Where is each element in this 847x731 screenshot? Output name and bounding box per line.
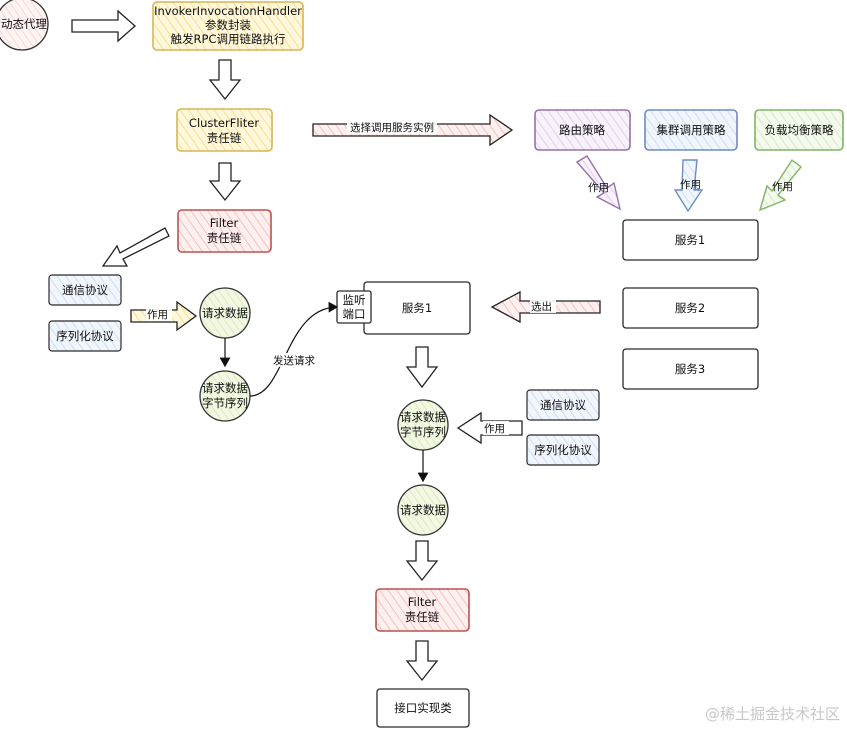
- req-bytes-center-line2: 字节序列: [400, 425, 446, 439]
- send-request-label: 发送请求: [273, 354, 315, 367]
- req-bytes-center-line1: 请求数据: [400, 410, 446, 424]
- service2-right-node: 服务2: [622, 287, 759, 329]
- request-data-left-label: 请求数据: [202, 306, 248, 320]
- arrow-cluster-to-filter: [208, 162, 242, 202]
- service3-right-node: 服务3: [622, 348, 759, 390]
- service2-right-label: 服务2: [675, 301, 705, 315]
- req-bytes-left-node: 请求数据 字节序列: [199, 370, 251, 422]
- service1-center-label: 服务1: [402, 301, 432, 315]
- arrow-route-to-service1: [575, 155, 622, 211]
- invoker-desc: 触发RPC调用链路执行: [171, 32, 286, 46]
- service1-center-node: 服务1: [363, 281, 471, 335]
- select-instance-label: 选择调用服务实例: [350, 121, 434, 134]
- cluster-strategy-label: 集群调用策略: [657, 123, 726, 137]
- dynamic-proxy-label: 动态代理: [1, 17, 47, 31]
- cluster-filter-node: ClusterFliter 责任链: [176, 108, 273, 152]
- req-bytes-left-line1: 请求数据: [202, 381, 248, 395]
- request-data-left-node: 请求数据: [199, 287, 251, 339]
- arrow-service1-to-reqbytes: [405, 346, 439, 389]
- service1-right-node: 服务1: [622, 219, 759, 261]
- comm-protocol-right-node: 通信协议: [526, 389, 600, 421]
- arrow-lb-to-service1: [758, 158, 802, 212]
- route-strategy-label: 路由策略: [559, 123, 605, 137]
- filter-bottom-subtitle: 责任链: [405, 610, 440, 624]
- apply-cluster-label: 作用: [680, 179, 701, 191]
- apply-lb-label: 作用: [772, 181, 793, 193]
- route-strategy-node: 路由策略: [534, 109, 631, 151]
- apply-left-label: 作用: [147, 309, 168, 321]
- serial-protocol-left-label: 序列化协议: [56, 329, 114, 343]
- filter-top-subtitle: 责任链: [207, 231, 242, 245]
- invoker-title: InvokerInvocationHandler: [154, 4, 302, 18]
- arrow-cluster-to-service1: [673, 159, 704, 213]
- serial-protocol-right-node: 序列化协议: [526, 434, 600, 466]
- request-data-center-node: 请求数据: [397, 484, 449, 536]
- cluster-filter-subtitle: 责任链: [207, 131, 242, 145]
- service1-right-label: 服务1: [675, 233, 705, 247]
- invoker-subtitle: 参数封装: [205, 18, 251, 32]
- cluster-strategy-node: 集群调用策略: [644, 109, 738, 151]
- comm-protocol-left-label: 通信协议: [62, 283, 108, 297]
- select-out-label: 选出: [531, 300, 552, 313]
- apply-center-label: 作用: [484, 423, 505, 435]
- monitor-port-line1: 监听: [343, 293, 366, 307]
- apply-left-label-bg: [146, 307, 172, 321]
- apply-route-label: 作用: [588, 182, 609, 194]
- comm-protocol-right-label: 通信协议: [540, 398, 586, 412]
- cluster-filter-title: ClusterFliter: [189, 116, 259, 130]
- select-out-label-bg: [530, 299, 556, 313]
- comm-protocol-left-node: 通信协议: [48, 274, 122, 306]
- arrow-proxy-to-invoker: [71, 9, 136, 43]
- req-bytes-center-node: 请求数据 字节序列: [397, 399, 449, 451]
- filter-top-title: Filter: [210, 216, 239, 230]
- dynamic-proxy-node: 动态代理: [0, 0, 49, 51]
- filter-top-node: Filter 责任链: [177, 209, 272, 253]
- edge-send-request: [249, 301, 339, 397]
- impl-class-label: 接口实现类: [394, 701, 452, 715]
- arrow-filter-to-impl: [405, 640, 439, 682]
- monitor-port-node: 监听 端口: [336, 290, 372, 324]
- send-request-label-bg: [272, 353, 320, 367]
- serial-protocol-left-node: 序列化协议: [48, 320, 122, 352]
- impl-class-node: 接口实现类: [376, 688, 470, 728]
- filter-bottom-node: Filter 责任链: [375, 588, 470, 632]
- arrow-invoker-to-cluster: [208, 59, 242, 101]
- request-data-center-label: 请求数据: [400, 503, 446, 517]
- lb-strategy-node: 负载均衡策略: [754, 109, 844, 151]
- select-instance-label-bg: [347, 120, 437, 134]
- invoker-handler-node: InvokerInvocationHandler 参数封装 触发RPC调用链路执…: [152, 1, 304, 51]
- arrow-filter-to-protocols: [101, 227, 170, 267]
- arrow-reqdata-to-filter: [405, 540, 439, 582]
- monitor-port-line2: 端口: [343, 307, 366, 321]
- lb-strategy-label: 负载均衡策略: [765, 123, 834, 137]
- service3-right-label: 服务3: [675, 362, 705, 376]
- apply-center-label-bg: [483, 421, 509, 435]
- watermark-text: @稀土掘金技术社区: [705, 705, 840, 723]
- serial-protocol-right-label: 序列化协议: [534, 443, 592, 457]
- req-bytes-left-line2: 字节序列: [202, 396, 248, 410]
- filter-bottom-title: Filter: [408, 595, 437, 609]
